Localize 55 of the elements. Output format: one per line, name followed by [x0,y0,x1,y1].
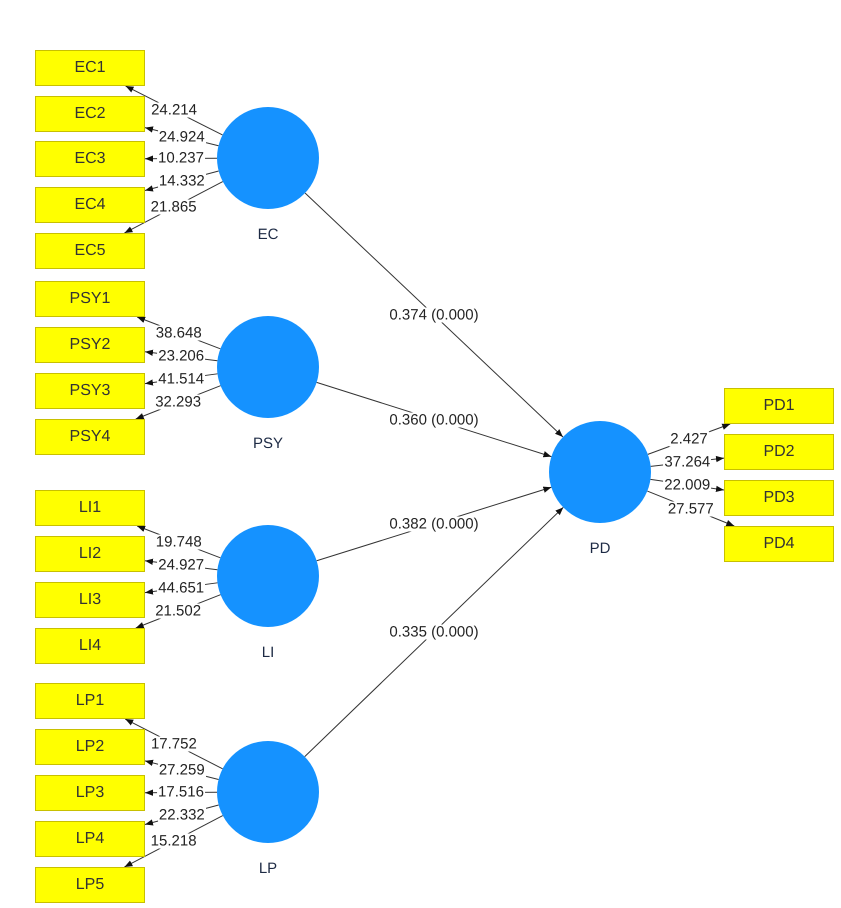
edge-label: 19.748 [154,534,203,550]
construct-label: PSY [252,436,283,451]
edge-label: 37.264 [663,454,712,470]
edge-label: 24.924 [158,129,206,144]
construct-label: LI [262,645,274,660]
construct-label: LP [258,861,278,876]
construct-label: EC [258,227,278,242]
edge-label: 21.865 [150,200,198,215]
edge-label: 0.382 (0.000) [388,516,480,532]
edge-label: 41.514 [157,371,206,386]
edge-label: 27.577 [666,501,715,516]
indicator-box: LP1 [35,683,145,719]
edge-label: 22.009 [663,477,712,492]
edge-label: 21.502 [154,604,202,619]
indicator-box: EC5 [35,233,145,269]
edge-label: 24.927 [157,558,206,573]
edge-label: 2.427 [669,432,709,447]
edge-label: 17.752 [150,736,198,752]
indicator-box: PSY1 [35,281,145,317]
edge-label: 22.332 [158,807,206,822]
indicator-box: EC2 [35,96,145,132]
indicator-box: PSY3 [35,373,145,409]
arrow [304,506,564,758]
edge-label: 44.651 [157,580,206,596]
indicator-box: EC1 [35,50,145,86]
edge-label: 27.259 [158,762,206,778]
indicator-box: PSY4 [35,419,145,455]
edge-label: 0.374 (0.000) [388,308,480,322]
edge-label: 32.293 [154,394,202,410]
indicator-box: LP3 [35,775,145,811]
indicator-box: LI3 [35,582,145,618]
indicator-box: PD4 [724,526,834,562]
indicator-box: LP5 [35,867,145,903]
construct-label: PD [590,541,610,556]
indicator-box: PSY2 [35,327,145,363]
arrow [304,192,564,438]
edge-label: 38.648 [154,325,203,340]
edge-label: 23.206 [157,348,206,364]
edge-label: 15.218 [150,834,198,849]
indicator-box: PD3 [724,480,834,516]
edge-label: 17.516 [157,784,205,800]
indicator-box: EC4 [35,187,145,223]
indicator-box: LP2 [35,729,145,765]
indicator-box: EC3 [35,141,145,177]
indicator-box: LI1 [35,490,145,526]
edge-label: 0.360 (0.000) [388,412,480,427]
indicator-box: LP4 [35,821,145,857]
edge-label: 10.237 [157,150,205,166]
indicator-box: PD1 [724,388,834,424]
indicator-box: PD2 [724,434,834,470]
edge-label: 0.335 (0.000) [388,624,480,640]
edge-label: 24.214 [150,102,198,118]
edge-label: 14.332 [158,173,206,188]
indicator-box: LI2 [35,536,145,572]
indicator-box: LI4 [35,628,145,664]
